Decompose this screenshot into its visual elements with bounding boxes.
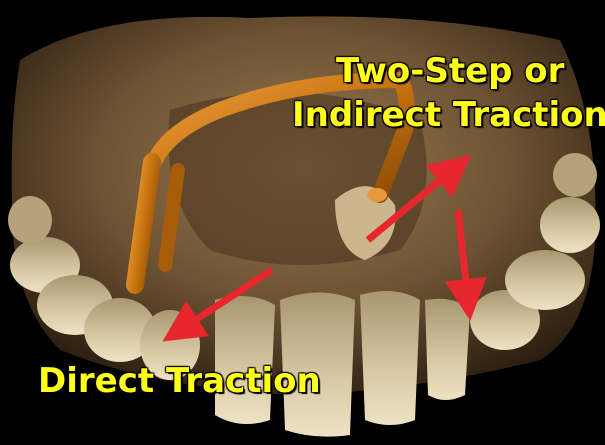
tooth	[425, 299, 470, 400]
tooth	[8, 196, 52, 244]
label-indirect-traction: Indirect Traction	[292, 96, 605, 134]
tooth	[540, 197, 600, 253]
tooth	[360, 291, 420, 425]
label-two-step: Two-Step or	[336, 52, 564, 90]
label-direct-traction: Direct Traction	[38, 362, 321, 400]
tooth	[215, 296, 275, 424]
wire-end	[367, 188, 387, 202]
tooth	[505, 250, 585, 310]
tooth	[553, 153, 597, 197]
